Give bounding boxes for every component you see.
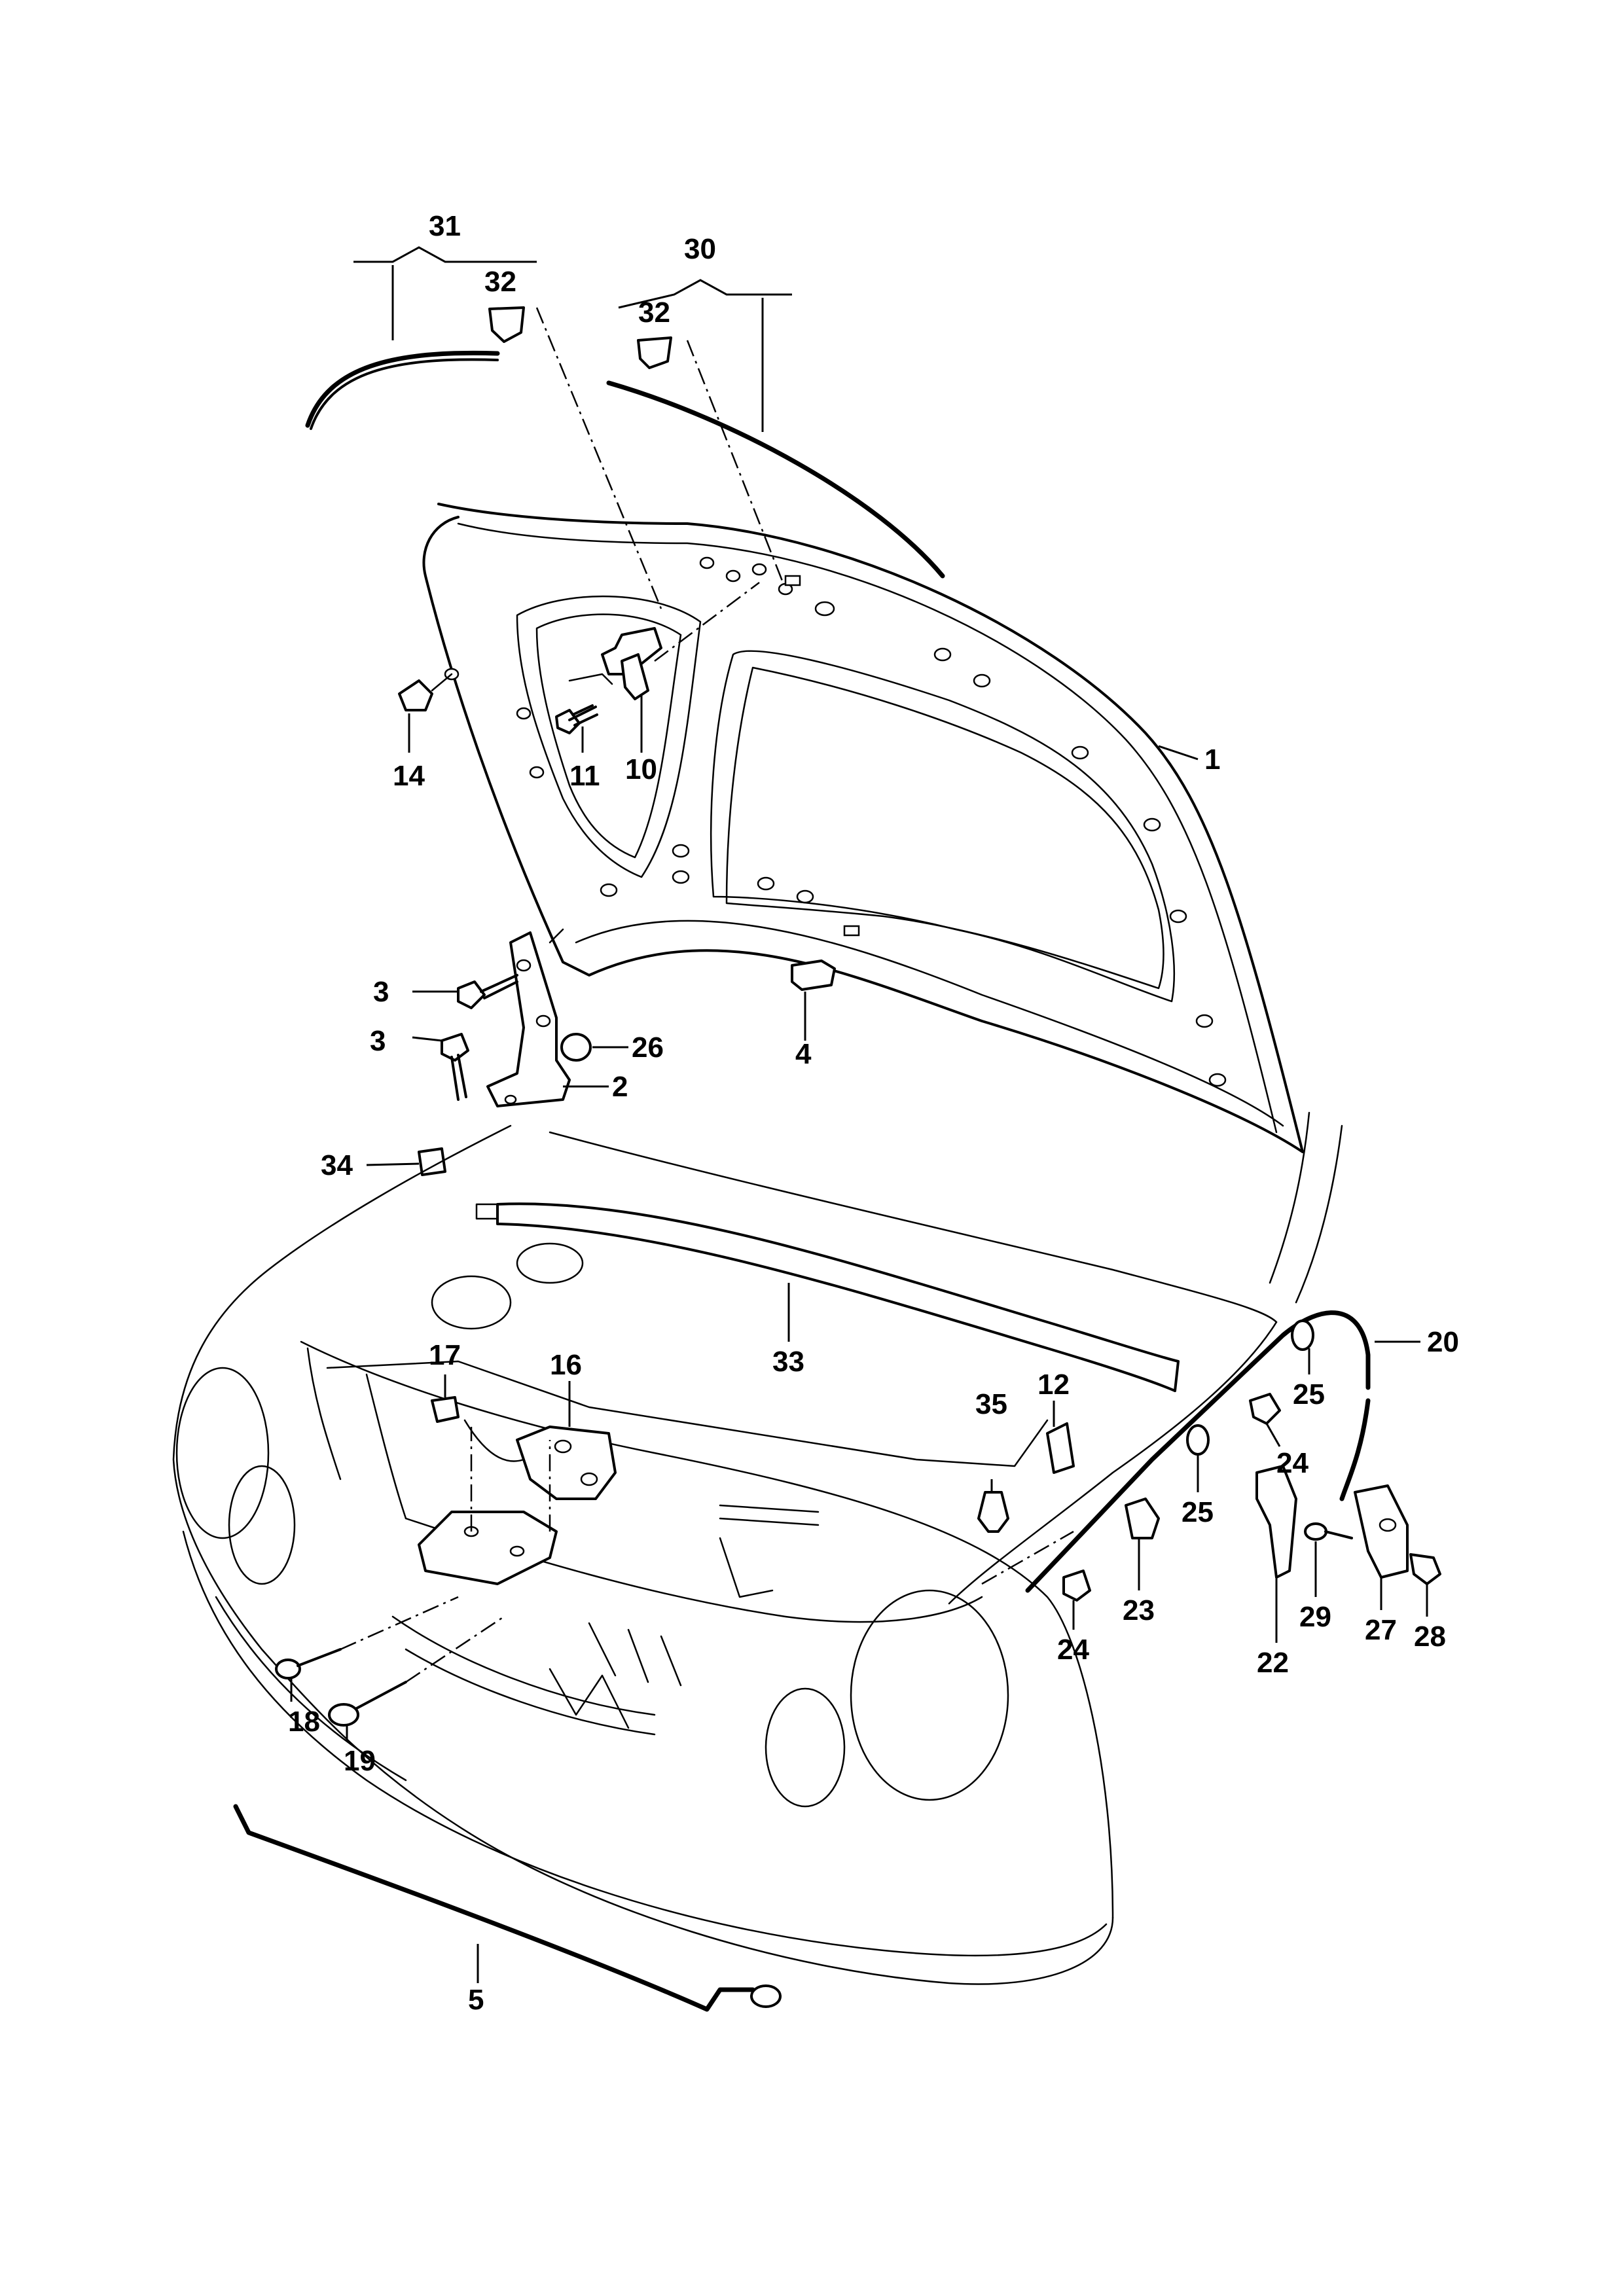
clip-28 <box>1409 1553 1441 1585</box>
callout-28: 28 <box>1414 1621 1446 1653</box>
seal-30 <box>606 279 945 579</box>
callout-25-upper: 25 <box>1293 1378 1325 1410</box>
release-cable-20 <box>981 1310 1371 1593</box>
screw-18 <box>275 1596 459 1679</box>
callout-4: 4 <box>795 1038 812 1070</box>
callout-30: 30 <box>684 233 716 265</box>
callout-31: 31 <box>429 210 461 242</box>
lock-16 <box>463 1419 617 1500</box>
callout-35: 35 <box>975 1388 1007 1420</box>
grommet-35 <box>977 1491 1009 1533</box>
callout-25-lower: 25 <box>1182 1496 1214 1528</box>
callout-16: 16 <box>550 1349 582 1381</box>
buffer-34 <box>418 1147 499 1220</box>
callout-19: 19 <box>344 1745 376 1777</box>
cap-26 <box>560 1033 592 1062</box>
seal-33 <box>496 1202 1180 1392</box>
callout-14: 14 <box>393 760 425 792</box>
callout-26: 26 <box>632 1031 664 1064</box>
release-lever-22 <box>1255 1465 1297 1579</box>
bracket-27 <box>1354 1484 1409 1579</box>
callout-27: 27 <box>1365 1614 1397 1646</box>
callout-17: 17 <box>429 1339 461 1371</box>
callout-32-left: 32 <box>484 266 516 298</box>
sensor-17 <box>431 1396 460 1423</box>
callout-3-lower: 3 <box>370 1025 386 1057</box>
stop-4 <box>791 960 836 991</box>
clip-32-right <box>637 336 787 590</box>
clip-24-upper <box>1249 1393 1281 1425</box>
callout-24-lower: 24 <box>1057 1634 1089 1666</box>
clip-12 <box>1046 1422 1075 1474</box>
hood-lock-striker-10 <box>568 582 760 700</box>
callout-24-upper: 24 <box>1276 1447 1308 1479</box>
callout-5: 5 <box>468 1984 484 2016</box>
callout-labels: 1 2 3 3 4 5 10 11 12 14 16 17 18 19 20 2… <box>288 210 1459 2016</box>
callout-1: 1 <box>1204 744 1220 776</box>
bolt-3-upper <box>457 974 518 1009</box>
callout-20: 20 <box>1427 1326 1459 1358</box>
callout-29: 29 <box>1299 1601 1331 1633</box>
leader-lines <box>290 694 1428 1983</box>
hood-panel <box>422 503 1304 1153</box>
hinge-2 <box>486 928 571 1107</box>
callout-2: 2 <box>612 1071 628 1103</box>
callout-10: 10 <box>625 753 657 785</box>
screw-19 <box>328 1615 505 1727</box>
clip-23 <box>1125 1498 1160 1539</box>
callout-22: 22 <box>1257 1647 1289 1679</box>
callout-33: 33 <box>772 1346 804 1378</box>
screw-29 <box>1304 1522 1353 1541</box>
buffer-14 <box>398 673 453 711</box>
lock-carrier <box>418 1427 558 1585</box>
callout-3-upper: 3 <box>373 976 389 1008</box>
clip-32-left <box>488 306 662 609</box>
seal-31 <box>305 246 537 430</box>
callout-11: 11 <box>569 760 600 792</box>
callout-34: 34 <box>321 1149 353 1181</box>
bolt-11 <box>555 704 598 734</box>
prop-rod-5 <box>233 1804 782 2012</box>
bolt-3-lower <box>441 1033 469 1101</box>
callout-18: 18 <box>288 1706 320 1738</box>
callout-12: 12 <box>1038 1369 1070 1401</box>
clip-24-lower <box>1062 1570 1091 1602</box>
callout-23: 23 <box>1123 1594 1155 1626</box>
callout-32-right: 32 <box>638 296 670 329</box>
